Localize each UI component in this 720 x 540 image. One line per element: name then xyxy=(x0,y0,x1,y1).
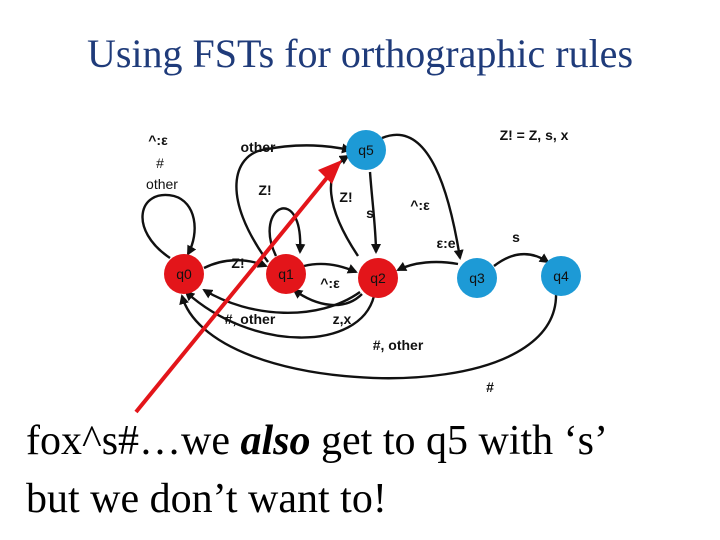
edge-q2-q1 xyxy=(292,288,363,307)
caption-line-1: fox^s#…we also get to q5 with ‘s’ xyxy=(26,412,716,470)
edge-label-q0-self-1: ^:ε xyxy=(148,132,168,148)
edge-q5-q3 xyxy=(381,133,464,260)
state-q5: q5 xyxy=(346,130,386,170)
edge-label-q1-self: Z! xyxy=(258,182,271,198)
edge-q0-self xyxy=(141,193,197,259)
caption: fox^s#…we also get to q5 with ‘s’ but we… xyxy=(26,412,716,528)
slide-title: Using FSTs for orthographic rules xyxy=(86,31,634,76)
legend-note: Z! = Z, s, x xyxy=(500,127,569,143)
state-q2: q2 xyxy=(358,258,398,298)
edge-q1-q2 xyxy=(303,262,358,274)
edge-label-q5-q2: s xyxy=(366,205,374,221)
edge-label-q3-q4: s xyxy=(512,229,520,245)
edge-q5-q2 xyxy=(368,171,381,254)
edge-label-q1-q5-other: other xyxy=(241,139,277,155)
state-label: q2 xyxy=(370,270,386,286)
edge-label-q0-self-2: # xyxy=(156,155,164,171)
state-label: q4 xyxy=(553,268,569,284)
edge-q3-q2 xyxy=(396,260,459,272)
edge-label-q2-q0-a: #, other xyxy=(225,311,276,327)
edge-q2-q0-b xyxy=(184,290,376,339)
edge-label-q3-q2: ε:e xyxy=(436,235,455,251)
pointer-arrowhead xyxy=(318,160,342,184)
edge-label-q1-q2: ^:ε xyxy=(320,275,340,291)
edge-q1-q5-other xyxy=(235,143,352,263)
edge-q1-self xyxy=(268,207,306,257)
pointer-line xyxy=(134,172,332,414)
edge-q3-q4 xyxy=(493,253,550,267)
caption-text-2: get to q5 with ‘s’ xyxy=(310,418,608,464)
edge-q2-q0-a xyxy=(202,288,361,314)
caption-line-2: but we don’t want to! xyxy=(26,476,387,522)
edge-label-q2-q5: Z! xyxy=(339,189,352,205)
state-q1: q1 xyxy=(266,254,306,294)
state-label: q0 xyxy=(176,266,192,282)
edge-q0-q1 xyxy=(203,258,268,270)
edge-label-q2-q0-b: #, other xyxy=(373,337,424,353)
edge-label-q0-self-3: other xyxy=(146,176,178,192)
edge-q4-q0 xyxy=(179,291,558,380)
state-label: q1 xyxy=(278,266,294,282)
state-label: q5 xyxy=(358,142,374,158)
state-q0: q0 xyxy=(164,254,204,294)
caption-text-1: fox^s#…we xyxy=(26,418,241,464)
edge-label-q4-q0: # xyxy=(486,379,494,395)
edge-label-q0-q1: Z! xyxy=(231,255,244,271)
state-q4: q4 xyxy=(541,256,581,296)
edge-label-q2-q1: z,x xyxy=(333,311,352,327)
state-label: q3 xyxy=(469,270,485,286)
edge-label-q5-q3: ^:ε xyxy=(410,197,430,213)
state-q3: q3 xyxy=(457,258,497,298)
caption-emphasis: also xyxy=(240,418,311,464)
